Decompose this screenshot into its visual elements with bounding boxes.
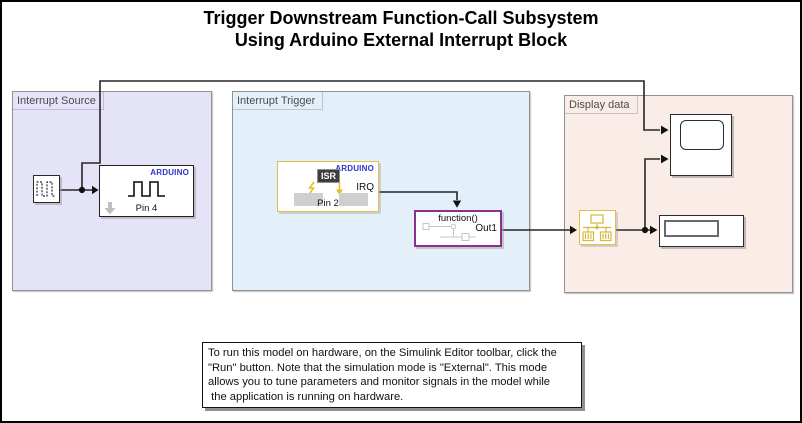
pin-number-label: Pin 2 xyxy=(317,198,339,209)
area-interrupt-source-label: Interrupt Source xyxy=(13,92,104,110)
interrupt-down-arrow-icon xyxy=(336,182,343,195)
pulse-generator-block[interactable] xyxy=(33,175,60,203)
digital-output-block[interactable]: ARDUINO Pin 4 xyxy=(99,165,194,217)
subsystem-contents-icon xyxy=(422,223,476,241)
annotation-line: allows you to tune parameters and monito… xyxy=(208,376,551,388)
function-call-subsystem-block[interactable]: function() Out1 xyxy=(414,210,502,247)
arrowhead-icon xyxy=(570,225,577,235)
subsystem-name-label: function() xyxy=(438,213,478,224)
scope-screen-icon xyxy=(680,120,724,150)
scope-block[interactable] xyxy=(670,114,732,176)
pad-rect xyxy=(339,193,368,206)
external-interrupt-block[interactable]: ARDUINO ISR Pin 2 IRQ xyxy=(277,161,379,212)
rate-transition-icon xyxy=(582,214,612,242)
isr-badge: ISR xyxy=(317,169,341,183)
rate-transition-block[interactable] xyxy=(579,210,616,245)
out1-port-label: Out1 xyxy=(475,223,497,234)
display-block[interactable] xyxy=(659,215,744,247)
annotation-line: To run this model on hardware, on the Si… xyxy=(208,347,557,359)
annotation-line: the application is running on hardware. xyxy=(208,390,404,403)
arduino-brand-label: ARDUINO xyxy=(335,164,374,173)
pulse-generator-icon xyxy=(36,181,55,197)
model-title-line2: Using Arduino External Interrupt Block xyxy=(234,30,568,50)
model-title: Trigger Downstream Function-Call Subsyst… xyxy=(2,7,800,51)
wire-branch-to-scope-in1[interactable] xyxy=(81,80,660,190)
download-arrow-icon xyxy=(104,202,116,215)
model-title-line1: Trigger Downstream Function-Call Subsyst… xyxy=(203,8,599,28)
wire-junction-dot xyxy=(641,226,649,234)
wire-junction-dot xyxy=(78,186,86,194)
instruction-annotation[interactable]: To run this model on hardware, on the Si… xyxy=(202,342,582,408)
area-interrupt-trigger[interactable]: Interrupt Trigger xyxy=(232,91,530,291)
arrowhead-icon xyxy=(92,185,99,195)
lightning-bolt-icon xyxy=(307,181,316,195)
area-display-data-label: Display data xyxy=(565,96,638,114)
pin-number-label: Pin 4 xyxy=(135,203,158,214)
arrowhead-icon xyxy=(661,125,669,135)
area-interrupt-trigger-label: Interrupt Trigger xyxy=(233,92,324,110)
arduino-brand-label: ARDUINO xyxy=(150,168,189,177)
arrowhead-icon xyxy=(452,200,462,208)
pad-rect xyxy=(294,193,323,206)
arrowhead-icon xyxy=(661,154,669,164)
arrowhead-icon xyxy=(650,225,658,235)
wire-irq-to-function-trigger[interactable] xyxy=(379,191,458,200)
irq-output-port-label: IRQ xyxy=(356,182,374,193)
display-readout-icon xyxy=(664,220,719,237)
wire-branch-to-scope-in2[interactable] xyxy=(644,158,660,230)
annotation-line: "Run" button. Note that the simulation m… xyxy=(208,361,548,374)
square-wave-icon xyxy=(128,181,165,197)
